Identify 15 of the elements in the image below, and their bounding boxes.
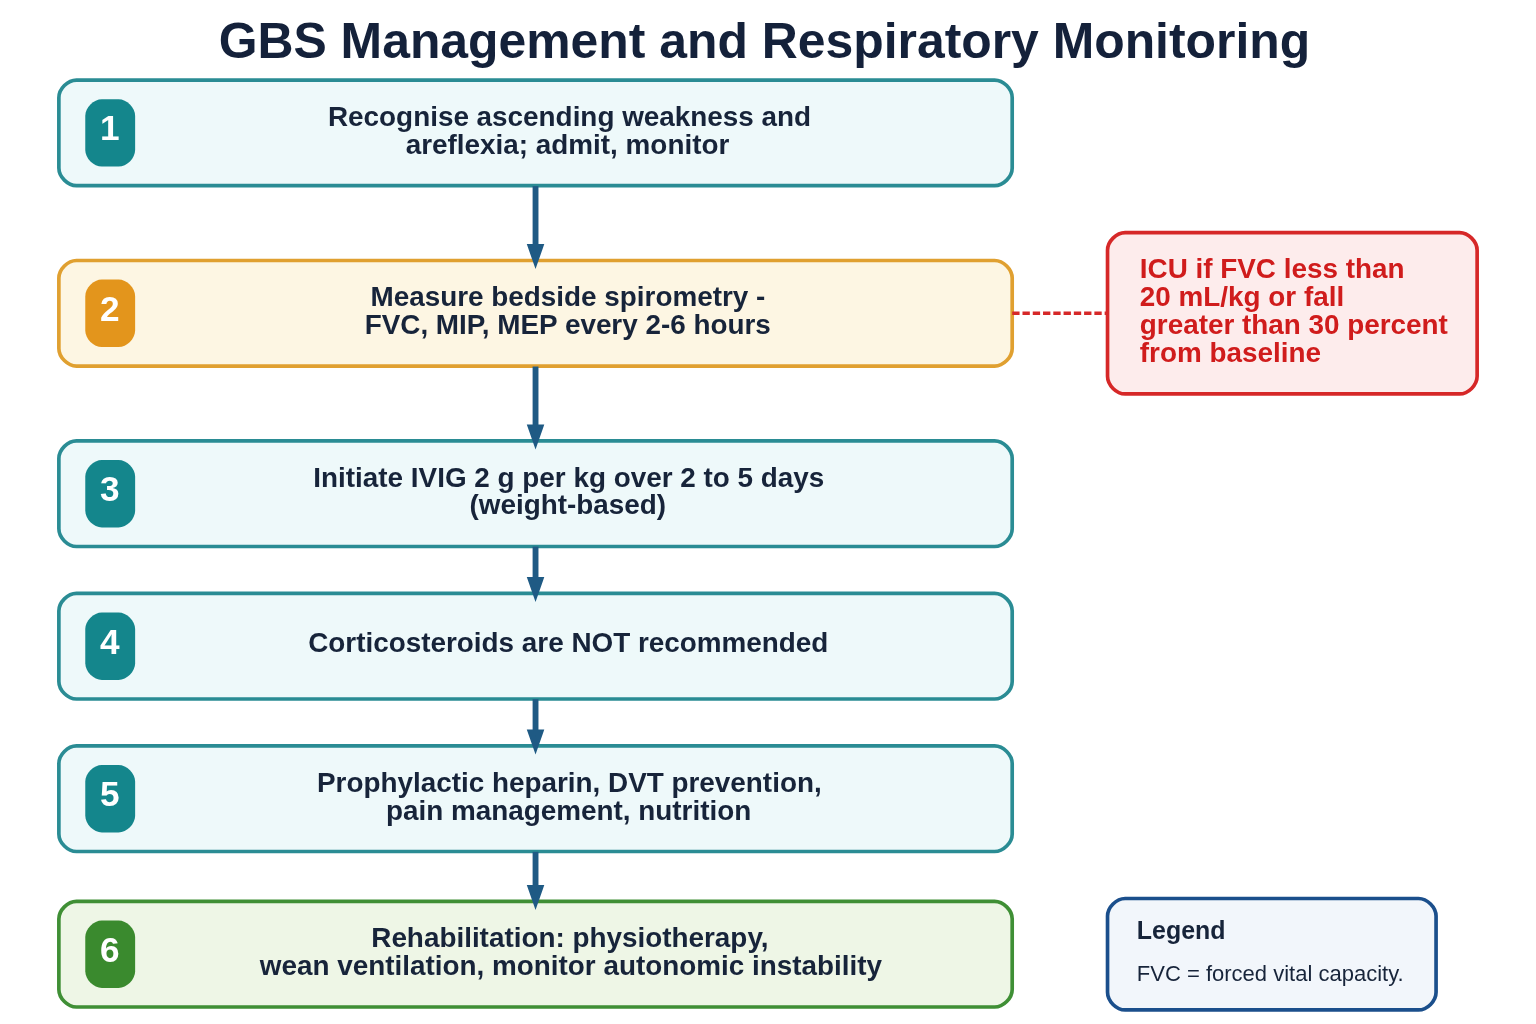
arrow	[526, 699, 545, 755]
arrow	[526, 186, 545, 270]
arrow	[526, 851, 545, 911]
node-box: 4 Corticosteroids are NOT recommended	[57, 591, 1015, 701]
node-box: ICU if FVC less than 20 mL/kg or fall greater than 30 percent from baseline	[1105, 230, 1479, 396]
node-box: 5 Prophylactic heparin, DVT prevention, pain management, nutrition	[57, 744, 1015, 854]
node-box: 2 Measure bedside spirometry - FVC, MIP, MEP every 2-6 hours	[57, 258, 1015, 368]
arrow	[526, 546, 545, 603]
node-box: 6 Rehabilitation: physiotherapy, wean ventilation, monitor autonomic instability	[57, 899, 1015, 1009]
node-box: 1 Recognise ascending weakness and areflexia; admit, monitor	[57, 78, 1015, 188]
node-box: 3 Initiate IVIG 2 g per kg over 2 to 5 days (weight-based)	[57, 439, 1015, 549]
arrow	[526, 366, 545, 450]
connector	[1012, 311, 1108, 316]
node-box: Legend FVC = forced vital capacity.	[1105, 896, 1438, 1012]
diagram-title: GBS Management and Respiratory Monitoring	[218, 13, 1311, 70]
